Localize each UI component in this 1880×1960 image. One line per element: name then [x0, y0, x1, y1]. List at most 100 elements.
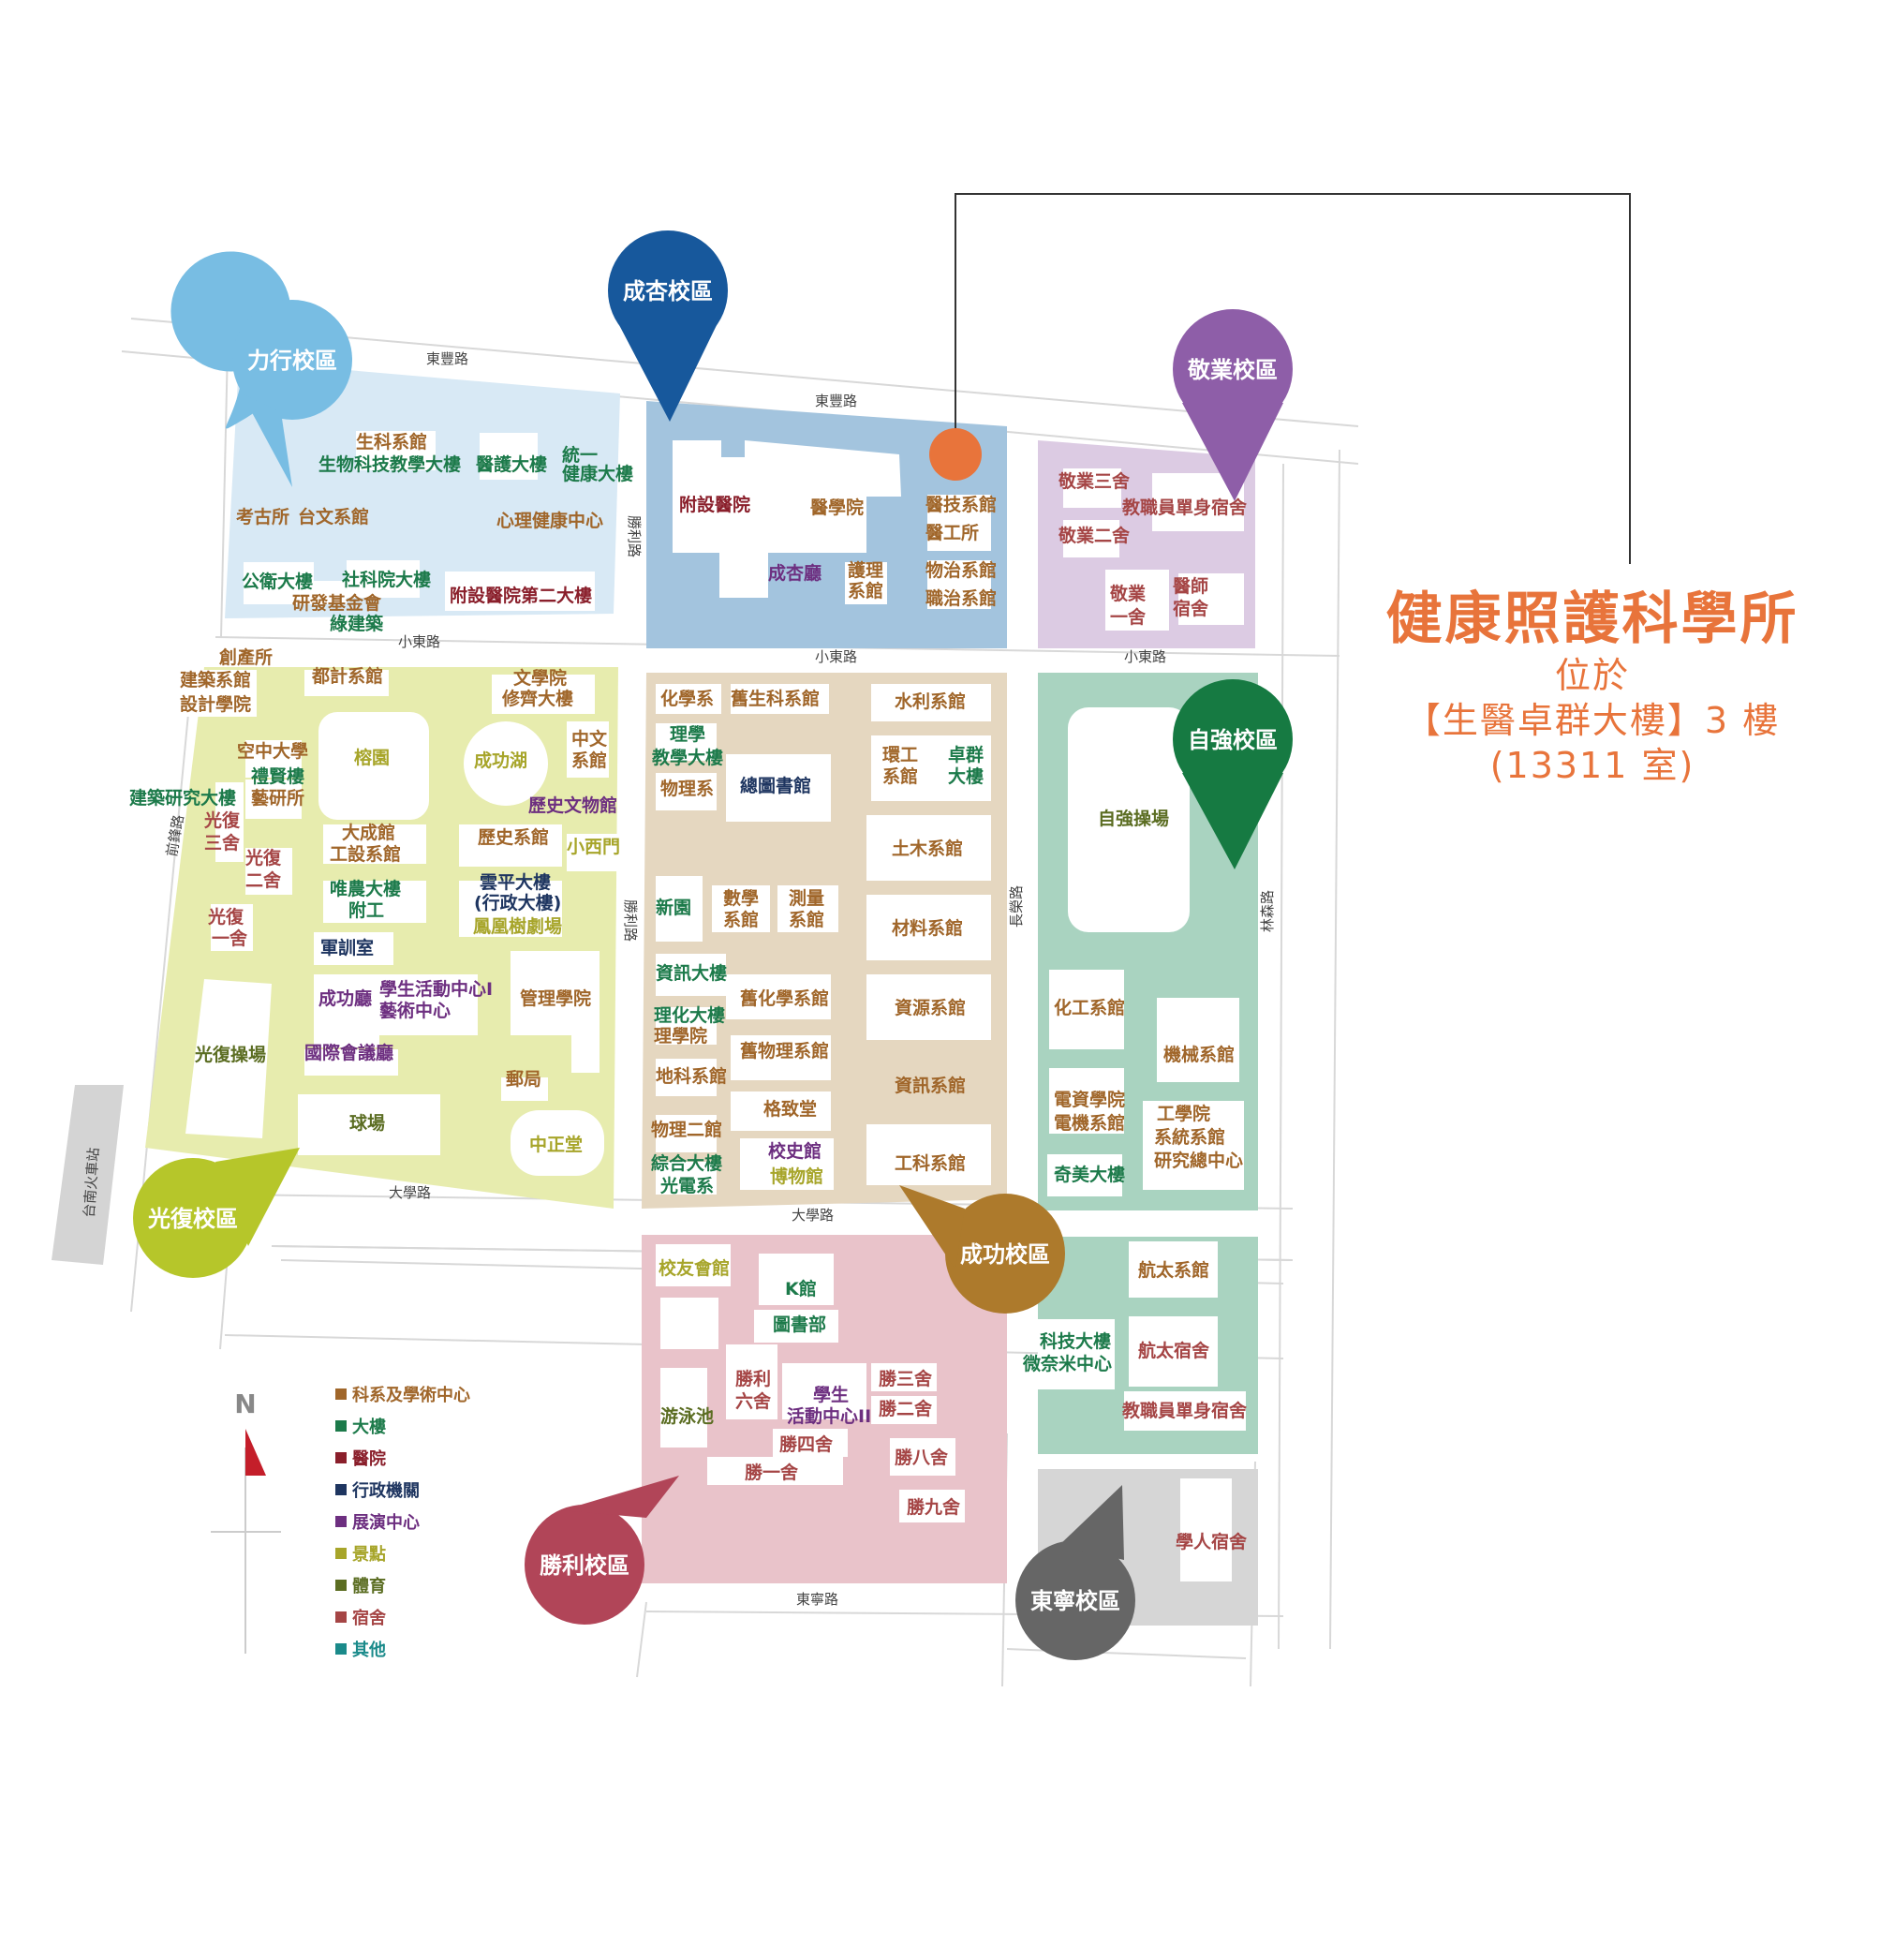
building-label[interactable]: 綠建築	[330, 613, 384, 634]
building-label[interactable]: 宿舍	[1173, 598, 1209, 619]
building-label[interactable]: 建築系館	[180, 669, 251, 690]
building-label[interactable]: 生物科技教學大樓	[318, 453, 461, 475]
building-label[interactable]: 航太宿舍	[1138, 1340, 1210, 1361]
building-label[interactable]: 管理學院	[520, 987, 591, 1009]
building-label[interactable]: 教職員單身宿舍	[1122, 497, 1248, 518]
campus-pin-ziqiang[interactable]: 自強校區	[1173, 679, 1293, 869]
building-label[interactable]: 醫技系館	[925, 494, 997, 515]
building-label[interactable]: 社科院大樓	[341, 569, 431, 590]
building-label[interactable]: 研究總中心	[1154, 1150, 1243, 1171]
building-label[interactable]: 軍訓室	[320, 937, 374, 958]
building-label[interactable]: 統一	[562, 444, 598, 466]
building-label[interactable]: 工學院	[1157, 1103, 1210, 1124]
building-label[interactable]: K館	[785, 1278, 817, 1299]
building-label[interactable]: 光復	[207, 906, 244, 928]
building-label[interactable]: 勝一舍	[745, 1462, 799, 1483]
building-label[interactable]: 醫師	[1173, 575, 1208, 597]
building-label[interactable]: 雲平大樓	[480, 871, 551, 893]
building-label[interactable]: 化工系館	[1054, 997, 1125, 1018]
building-label[interactable]: 學人宿舍	[1176, 1531, 1248, 1552]
building-label[interactable]: 機械系館	[1163, 1044, 1235, 1065]
building-label[interactable]: 舊生科系館	[731, 688, 820, 709]
building-label[interactable]: 小西門	[567, 837, 620, 857]
campus-pin-chenggong[interactable]: 成功校區	[899, 1185, 1065, 1314]
building-label[interactable]: 舊物理系館	[740, 1040, 829, 1062]
building-label[interactable]: 球場	[349, 1112, 385, 1134]
building-label[interactable]: 系館	[848, 580, 883, 601]
building-label[interactable]: 勝八舍	[895, 1447, 949, 1468]
building-label[interactable]: 系館	[723, 909, 759, 930]
building-label[interactable]: 化學系	[660, 688, 714, 709]
building-label[interactable]: 附工	[348, 899, 384, 921]
building-label[interactable]: 電機系館	[1054, 1112, 1125, 1134]
building-label[interactable]: 歷史文物館	[528, 794, 617, 816]
building-label[interactable]: 微奈米中心	[1022, 1353, 1112, 1374]
building-label[interactable]: 圖書部	[773, 1314, 826, 1335]
building-label[interactable]: 敬業	[1109, 583, 1147, 604]
building-label[interactable]: 總圖書館	[740, 775, 811, 796]
building-label[interactable]: 新園	[656, 897, 691, 918]
building-label[interactable]: 榕園	[354, 747, 390, 768]
building-label[interactable]: 航太系館	[1138, 1259, 1209, 1281]
building-label[interactable]: 醫工所	[925, 523, 979, 543]
building-label[interactable]: 設計學院	[180, 693, 251, 715]
building-label[interactable]: 鳳凰樹劇場	[473, 915, 562, 937]
building-label[interactable]: 舊化學系館	[740, 987, 829, 1009]
building-label[interactable]: 地科系館	[656, 1065, 727, 1087]
building-label[interactable]: 成功廳	[318, 987, 372, 1009]
building-label[interactable]: 大成館	[342, 822, 395, 843]
building-label[interactable]: 公衛大樓	[242, 571, 313, 592]
building-label[interactable]: 游泳池	[660, 1405, 714, 1427]
building-label[interactable]: 健康大樓	[562, 463, 633, 484]
building-label[interactable]: 環工	[882, 745, 918, 765]
building-label[interactable]: 附設醫院第二大樓	[450, 585, 592, 606]
building-label[interactable]: 中正堂	[529, 1134, 583, 1155]
building-label[interactable]: 都計系館	[311, 665, 383, 687]
building-label[interactable]: 學生活動中心I	[379, 978, 493, 1000]
building-label[interactable]: 藝術中心	[379, 1000, 451, 1021]
building-label[interactable]: 理學院	[654, 1025, 707, 1047]
building-label[interactable]: 系館	[789, 909, 824, 930]
building-label[interactable]: 校友會館	[659, 1257, 730, 1279]
building-label[interactable]: 敬業二舍	[1058, 525, 1131, 546]
location-marker[interactable]	[929, 428, 982, 481]
building-label[interactable]: 科技大樓	[1040, 1330, 1111, 1352]
building-label[interactable]: 物理系	[660, 778, 714, 799]
building-label[interactable]: 生科系館	[356, 431, 427, 453]
building-label[interactable]: (行政大樓)	[474, 892, 561, 913]
building-label[interactable]: 卓群	[948, 744, 984, 765]
campus-pin-jingye[interactable]: 敬業校區	[1173, 309, 1293, 501]
campus-pin-guangfu[interactable]: 光復校區	[133, 1148, 300, 1278]
building-label[interactable]: 理學	[670, 724, 705, 745]
building-label[interactable]: 校史館	[768, 1140, 822, 1162]
building-label[interactable]: 勝二舍	[879, 1398, 933, 1419]
building-label[interactable]: 光復操場	[194, 1044, 266, 1065]
building-label[interactable]: 光復	[203, 809, 241, 831]
building-label[interactable]: 創產所	[219, 646, 273, 668]
building-label[interactable]: 材料系館	[892, 917, 963, 939]
building-label[interactable]: 歷史系館	[478, 826, 549, 848]
building-label[interactable]: 附設醫院	[679, 494, 750, 515]
building-label[interactable]: 工設系館	[330, 843, 401, 865]
building-label[interactable]: 學生	[813, 1384, 849, 1405]
building-label[interactable]: 藝研所	[251, 788, 304, 809]
building-label[interactable]: 資訊系館	[895, 1075, 966, 1096]
campus-pin-lixing[interactable]: 力行校區	[170, 251, 352, 487]
building-label[interactable]: 台文系館	[298, 506, 369, 527]
building-label[interactable]: 物治系館	[925, 559, 997, 581]
building-label[interactable]: 醫學院	[810, 497, 864, 518]
building-label[interactable]: 大樓	[948, 765, 984, 787]
building-label[interactable]: 敬業三舍	[1058, 470, 1131, 492]
building-label[interactable]: 一舍	[1110, 606, 1147, 628]
building-label[interactable]: 中文	[571, 728, 608, 750]
building-label[interactable]: 禮賢樓	[251, 765, 304, 787]
building-label[interactable]: 國際會議廳	[304, 1042, 393, 1063]
building-label[interactable]: 活動中心II	[787, 1405, 871, 1427]
building-label[interactable]: 水利系館	[895, 690, 966, 712]
building-label[interactable]: 光電系	[659, 1175, 714, 1196]
building-label[interactable]: 勝四舍	[779, 1433, 834, 1455]
building-label[interactable]: 數學	[723, 888, 759, 909]
campus-pin-dongning[interactable]: 東寧校區	[1015, 1485, 1135, 1660]
building-label[interactable]: 理化大樓	[654, 1004, 725, 1026]
building-label[interactable]: 自強操場	[1098, 808, 1169, 829]
